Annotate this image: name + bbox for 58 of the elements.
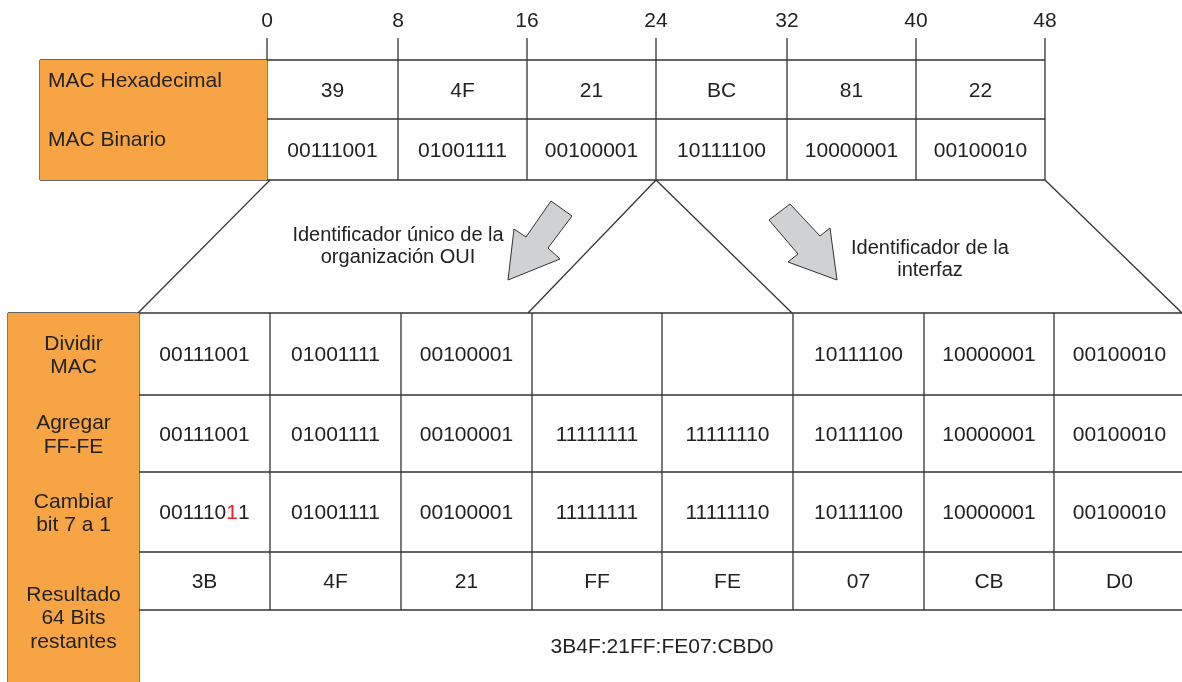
hex-value: BC bbox=[705, 76, 738, 103]
row-header: MAC Binario bbox=[40, 119, 267, 180]
hex-value: 39 bbox=[319, 76, 346, 103]
binary-value: 01001111 bbox=[290, 420, 381, 447]
binary-value: 00100010 bbox=[1071, 341, 1168, 368]
hex-value: CB bbox=[973, 568, 1005, 595]
binary-value: 10111100 bbox=[813, 499, 904, 526]
bit-position: 16 bbox=[514, 7, 540, 34]
binary-value: 00100010 bbox=[1071, 420, 1168, 447]
row-header: MAC Hexadecimal bbox=[40, 60, 267, 119]
row-header: Dividir MAC bbox=[8, 313, 139, 395]
hex-value: 4F bbox=[449, 76, 476, 103]
binary-value: 01001111 bbox=[417, 136, 508, 163]
binary-value: 00100001 bbox=[543, 136, 640, 163]
hex-value: 21 bbox=[578, 76, 605, 103]
binary-value: 10111100 bbox=[813, 420, 904, 447]
binary-value: 10000001 bbox=[803, 136, 900, 163]
row-header: Agregar FF-FE bbox=[8, 395, 139, 472]
binary-value: 10000001 bbox=[941, 420, 1037, 447]
annotation: Identificador único de la organización OUI bbox=[291, 222, 505, 269]
row-header: Resultado 64 Bits restantes bbox=[8, 552, 139, 682]
binary-value: 00100001 bbox=[418, 341, 515, 368]
binary-value: 00100001 bbox=[418, 420, 515, 447]
binary-value: 00111001 bbox=[286, 136, 379, 163]
binary-value: 11111110 bbox=[684, 499, 771, 526]
bit-position: 8 bbox=[391, 7, 405, 34]
hex-value: 3B bbox=[190, 568, 219, 595]
binary-value: 10000001 bbox=[941, 341, 1037, 368]
binary-value: 11111111 bbox=[554, 420, 640, 447]
binary-value: 00111001 bbox=[158, 341, 251, 368]
hex-value: 07 bbox=[845, 568, 872, 595]
binary-value: 00111011 bbox=[158, 499, 251, 526]
binary-value: 11111110 bbox=[684, 420, 771, 447]
hex-value: 21 bbox=[453, 568, 480, 595]
row-header: Cambiar bit 7 a 1 bbox=[8, 472, 139, 552]
annotation: Identificador de la interfaz bbox=[850, 235, 1010, 282]
binary-value: 10000001 bbox=[941, 499, 1037, 526]
binary-value: 00100001 bbox=[418, 499, 515, 526]
hex-value: 81 bbox=[838, 76, 865, 103]
hex-value: 22 bbox=[967, 76, 994, 103]
binary-value: 10111100 bbox=[676, 136, 767, 163]
binary-value: 00100010 bbox=[932, 136, 1029, 163]
bit-position: 48 bbox=[1032, 7, 1058, 34]
hex-value: D0 bbox=[1105, 568, 1134, 595]
bit-position: 40 bbox=[903, 7, 929, 34]
binary-value: 10111100 bbox=[813, 341, 904, 368]
bit-position: 32 bbox=[774, 7, 800, 34]
binary-value: 00111001 bbox=[158, 420, 251, 447]
hex-value: FE bbox=[713, 568, 742, 595]
binary-value: 00100010 bbox=[1071, 499, 1168, 526]
bit-position: 0 bbox=[260, 7, 274, 34]
bit-position: 24 bbox=[643, 7, 669, 34]
hex-value: 4F bbox=[322, 568, 349, 595]
ipv6-address: 3B4F:21FF:FE07:CBD0 bbox=[549, 633, 775, 660]
hex-value: FF bbox=[583, 568, 611, 595]
binary-value: 01001111 bbox=[290, 499, 381, 526]
binary-value: 01001111 bbox=[290, 341, 381, 368]
binary-value: 11111111 bbox=[554, 499, 640, 526]
